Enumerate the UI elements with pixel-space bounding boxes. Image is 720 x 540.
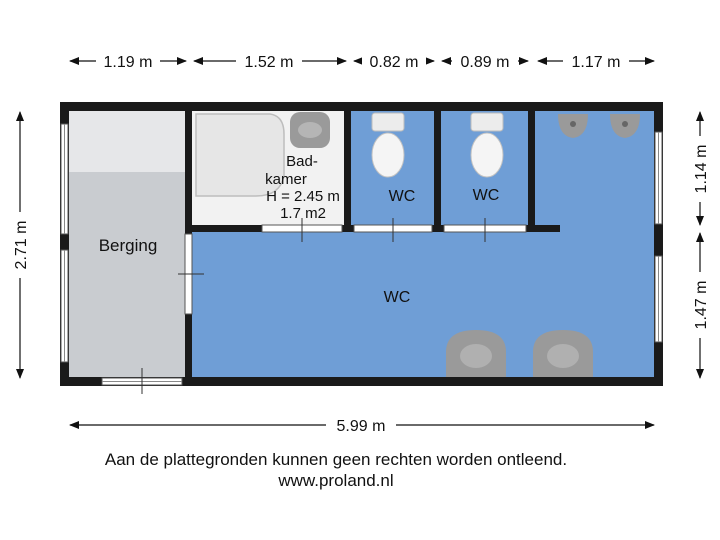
wc-sink-1 — [446, 330, 506, 378]
top-dimensions: 1.19 m 1.52 m 0.82 m 0.89 m 1.17 m — [69, 50, 655, 72]
wall-bad-wc1 — [344, 102, 351, 232]
bottom-dimension: 5.99 m — [69, 414, 655, 436]
outer-wall-bottom — [60, 377, 663, 386]
label-badkamer-2: kamer — [265, 171, 307, 188]
urinal-1 — [558, 114, 588, 138]
fixtures — [195, 112, 640, 378]
doors — [178, 218, 527, 315]
dim-label-right-top: 1.14 m — [693, 145, 710, 194]
dim-label-4: 0.89 m — [461, 54, 510, 71]
toilet-2 — [470, 112, 504, 178]
website-text: www.proland.nl — [278, 471, 394, 490]
left-dimension: 2.71 m — [9, 111, 31, 379]
label-wc-1: WC — [389, 188, 416, 205]
label-badkamer-1: Bad- — [286, 153, 318, 170]
label-badkamer-height: H = 2.45 m — [266, 188, 340, 205]
wall-wc1-wc2 — [434, 102, 441, 232]
disclaimer-text: Aan de plattegronden kunnen geen rechten… — [104, 450, 568, 469]
toilet-1 — [371, 112, 405, 178]
floor-berging-upper — [68, 110, 188, 172]
label-berging: Berging — [99, 236, 158, 255]
dim-label-bottom: 5.99 m — [337, 418, 386, 435]
label-badkamer-area: 1.7 m2 — [280, 205, 326, 222]
outer-wall-right — [654, 102, 663, 386]
urinal-2 — [610, 114, 640, 138]
dim-label-right-bottom: 1.47 m — [693, 281, 710, 330]
dim-label-1: 1.19 m — [104, 54, 153, 71]
wall-wc2-main — [528, 102, 535, 232]
dim-label-left: 2.71 m — [13, 221, 30, 270]
windows — [60, 123, 663, 394]
dim-label-5: 1.17 m — [572, 54, 621, 71]
bathtub — [195, 113, 285, 197]
room-labels: Berging Bad- kamer H = 2.45 m 1.7 m2 WC … — [99, 153, 500, 306]
right-dimensions: 1.14 m 1.47 m — [689, 111, 711, 379]
label-wc-main: WC — [384, 289, 411, 306]
label-wc-2: WC — [473, 187, 500, 204]
dim-label-2: 1.52 m — [245, 54, 294, 71]
dim-label-3: 0.82 m — [370, 54, 419, 71]
outer-wall-left — [60, 102, 69, 386]
outer-wall-top — [60, 102, 663, 111]
wc-sink-2 — [533, 330, 593, 378]
